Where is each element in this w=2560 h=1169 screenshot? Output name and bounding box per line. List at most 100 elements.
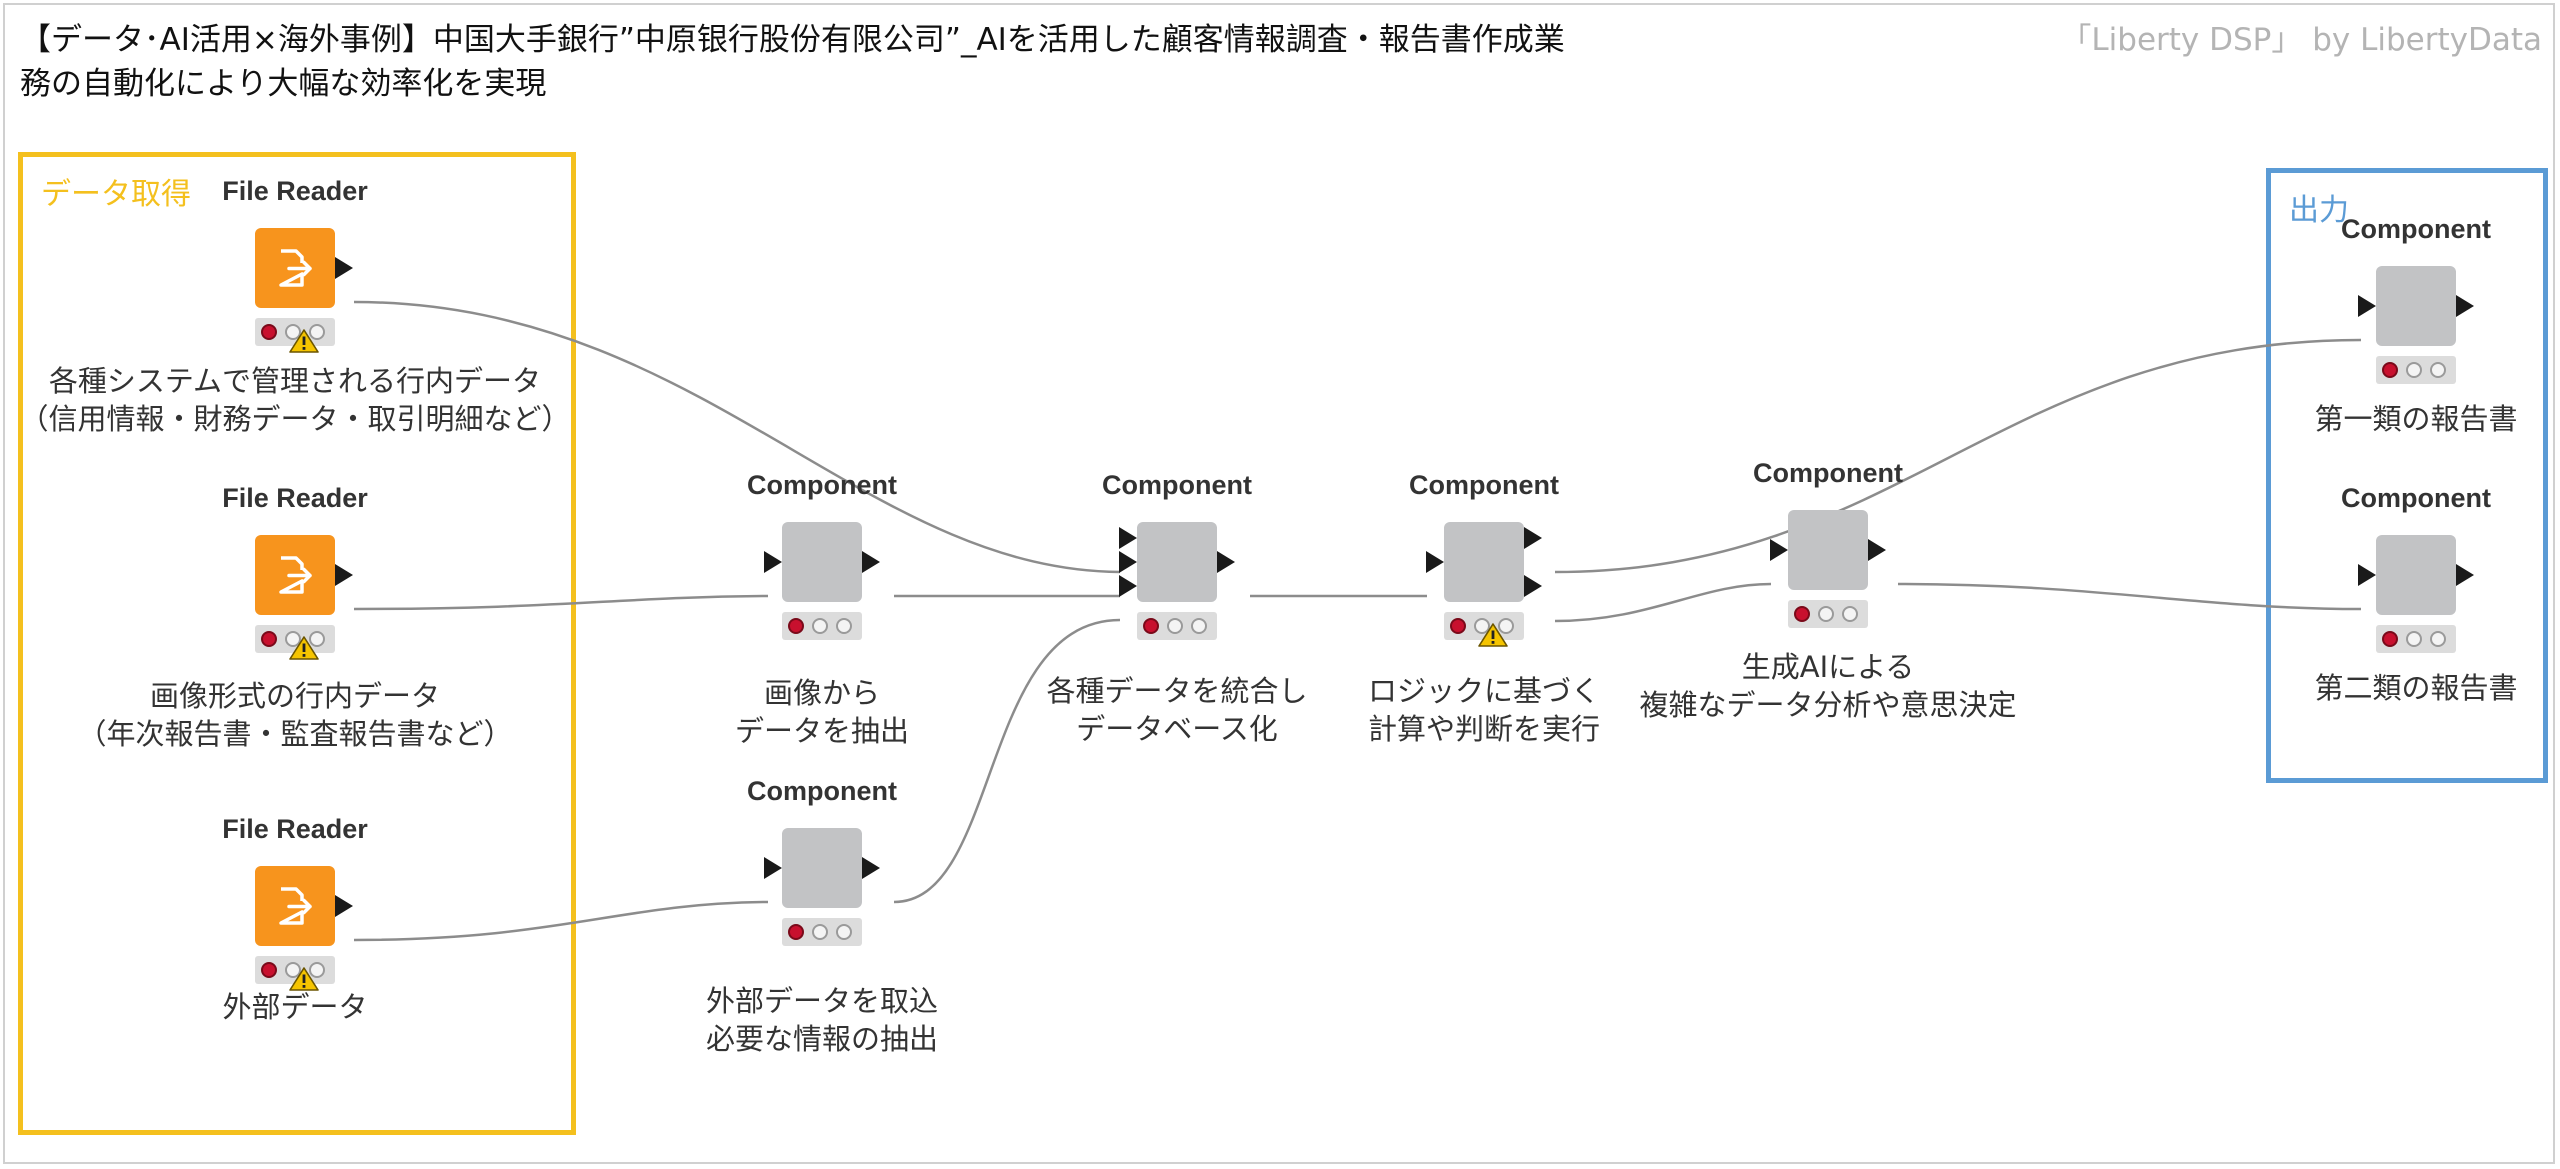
page-frame bbox=[3, 3, 2555, 1164]
input-port[interactable] bbox=[764, 857, 782, 879]
caption-line: 生成AIによる bbox=[1741, 650, 1915, 684]
file-reader-node[interactable]: File Reader 各種システムで管理される行内データ （信用情報・財務デー… bbox=[19, 176, 570, 436]
status-dot-red bbox=[1450, 618, 1466, 634]
status-indicator bbox=[2376, 625, 2456, 653]
status-indicator bbox=[255, 318, 335, 353]
caption-line: データベース化 bbox=[1076, 712, 1278, 746]
caption-line: （年次報告書・監査報告書など） bbox=[77, 717, 513, 751]
warning-icon bbox=[1478, 623, 1508, 647]
component-node[interactable]: Component 生成AIによる 複雑なデータ分析や意思決定 bbox=[1639, 458, 2016, 722]
node-body[interactable] bbox=[782, 828, 862, 908]
caption-line: 第一類の報告書 bbox=[2314, 402, 2518, 436]
output-port[interactable] bbox=[862, 857, 880, 879]
status-dot-red bbox=[261, 962, 277, 978]
node-body[interactable] bbox=[255, 866, 335, 946]
file-reader-icon bbox=[279, 249, 312, 287]
status-indicator bbox=[1788, 600, 1868, 628]
caption-line: 計算や判断を実行 bbox=[1367, 712, 1600, 746]
status-dot-red bbox=[2382, 631, 2398, 647]
node-body[interactable] bbox=[255, 228, 335, 308]
node-caption: 各種システムで管理される行内データ （信用情報・財務データ・取引明細など） bbox=[15, 362, 575, 438]
output-port[interactable] bbox=[1868, 539, 1886, 561]
node-title: Component bbox=[747, 470, 897, 500]
status-dot bbox=[285, 962, 301, 978]
status-dot bbox=[836, 618, 852, 634]
node-title: Component bbox=[1102, 470, 1252, 500]
input-port[interactable] bbox=[1119, 527, 1137, 549]
status-dot bbox=[812, 924, 828, 940]
input-port[interactable] bbox=[2358, 564, 2376, 586]
node-body[interactable] bbox=[2376, 266, 2456, 346]
caption-line: 複雑なデータ分析や意思決定 bbox=[1639, 688, 2017, 722]
wire-reader3-external[interactable] bbox=[353, 900, 769, 942]
output-port[interactable] bbox=[1524, 575, 1542, 597]
output-port[interactable] bbox=[2456, 295, 2474, 317]
warning-icon bbox=[289, 967, 319, 991]
file-reader-node[interactable]: File Reader 画像形式の行内データ （年次報告書・監査報告書など） bbox=[77, 483, 512, 751]
component-node[interactable]: Component 各種データを統合し データベース化 bbox=[1027, 470, 1327, 746]
node-title: File Reader bbox=[222, 483, 368, 513]
component-node[interactable]: Component 画像から データを抽出 bbox=[672, 470, 972, 748]
wire-genai-report2[interactable] bbox=[1897, 582, 2362, 611]
status-dot-red bbox=[261, 324, 277, 340]
input-port[interactable] bbox=[1426, 551, 1444, 573]
wire-reader1-integrate[interactable] bbox=[353, 300, 1121, 574]
node-title: Component bbox=[1753, 458, 1903, 488]
wire-reader2-extract[interactable] bbox=[353, 594, 769, 611]
wire-external-integrate[interactable] bbox=[893, 618, 1121, 904]
status-indicator bbox=[1444, 612, 1524, 647]
component-node[interactable]: Component ロジックに基づく 計算や判断を実行 bbox=[1334, 470, 1634, 746]
node-body[interactable] bbox=[255, 535, 335, 615]
warning-icon bbox=[289, 329, 319, 353]
output-port[interactable] bbox=[335, 564, 353, 586]
component-node[interactable]: Component 第二類の報告書 bbox=[2266, 483, 2560, 705]
output-port[interactable] bbox=[1524, 527, 1542, 549]
input-port[interactable] bbox=[1770, 539, 1788, 561]
file-reader-icon bbox=[279, 556, 312, 594]
caption-line: 外部データを取込 bbox=[705, 984, 938, 1018]
node-caption: ロジックに基づく 計算や判断を実行 bbox=[1204, 672, 1764, 748]
status-dot bbox=[812, 618, 828, 634]
status-dot bbox=[285, 324, 301, 340]
component-node[interactable]: Component 外部データを取込 必要な情報の抽出 bbox=[672, 776, 972, 1056]
title-line-2: 務の自動化により大幅な効率化を実現 bbox=[20, 66, 547, 102]
status-indicator bbox=[255, 625, 335, 660]
status-dot bbox=[2406, 631, 2422, 647]
status-dot bbox=[1474, 618, 1490, 634]
output-port[interactable] bbox=[862, 551, 880, 573]
file-reader-node[interactable]: File Reader 外部データ bbox=[145, 814, 445, 1024]
status-dot bbox=[309, 962, 325, 978]
output-port[interactable] bbox=[1217, 551, 1235, 573]
output-port[interactable] bbox=[335, 895, 353, 917]
node-caption: 画像から データを抽出 bbox=[542, 674, 1102, 750]
input-port[interactable] bbox=[1119, 551, 1137, 573]
status-dot bbox=[2406, 362, 2422, 378]
output-port[interactable] bbox=[2456, 564, 2474, 586]
status-dot bbox=[309, 324, 325, 340]
node-body[interactable] bbox=[1444, 522, 1524, 602]
input-port[interactable] bbox=[764, 551, 782, 573]
wire-logic-report1[interactable] bbox=[1554, 338, 2362, 574]
caption-line: 画像形式の行内データ bbox=[149, 679, 440, 713]
node-title: Component bbox=[2341, 483, 2491, 513]
node-caption: 生成AIによる 複雑なデータ分析や意思決定 bbox=[1548, 648, 2108, 724]
file-reader-icon bbox=[279, 887, 312, 925]
caption-line: データを抽出 bbox=[734, 714, 909, 748]
node-body[interactable] bbox=[1788, 510, 1868, 590]
node-body[interactable] bbox=[1137, 522, 1217, 602]
caption-line: 外部データ bbox=[222, 990, 368, 1024]
input-port[interactable] bbox=[2358, 295, 2376, 317]
status-dot bbox=[2430, 631, 2446, 647]
wire-logic-genai[interactable] bbox=[1554, 582, 1772, 623]
status-indicator bbox=[782, 918, 862, 946]
input-port[interactable] bbox=[1119, 575, 1137, 597]
output-group: 出力 bbox=[2266, 168, 2548, 783]
component-node[interactable]: Component 第一類の報告書 bbox=[2266, 214, 2560, 436]
status-indicator bbox=[782, 612, 862, 640]
node-body[interactable] bbox=[782, 522, 862, 602]
node-caption: 第二類の報告書 bbox=[2136, 669, 2560, 707]
node-body[interactable] bbox=[2376, 535, 2456, 615]
output-port[interactable] bbox=[335, 257, 353, 279]
node-caption: 外部データ bbox=[15, 988, 575, 1026]
